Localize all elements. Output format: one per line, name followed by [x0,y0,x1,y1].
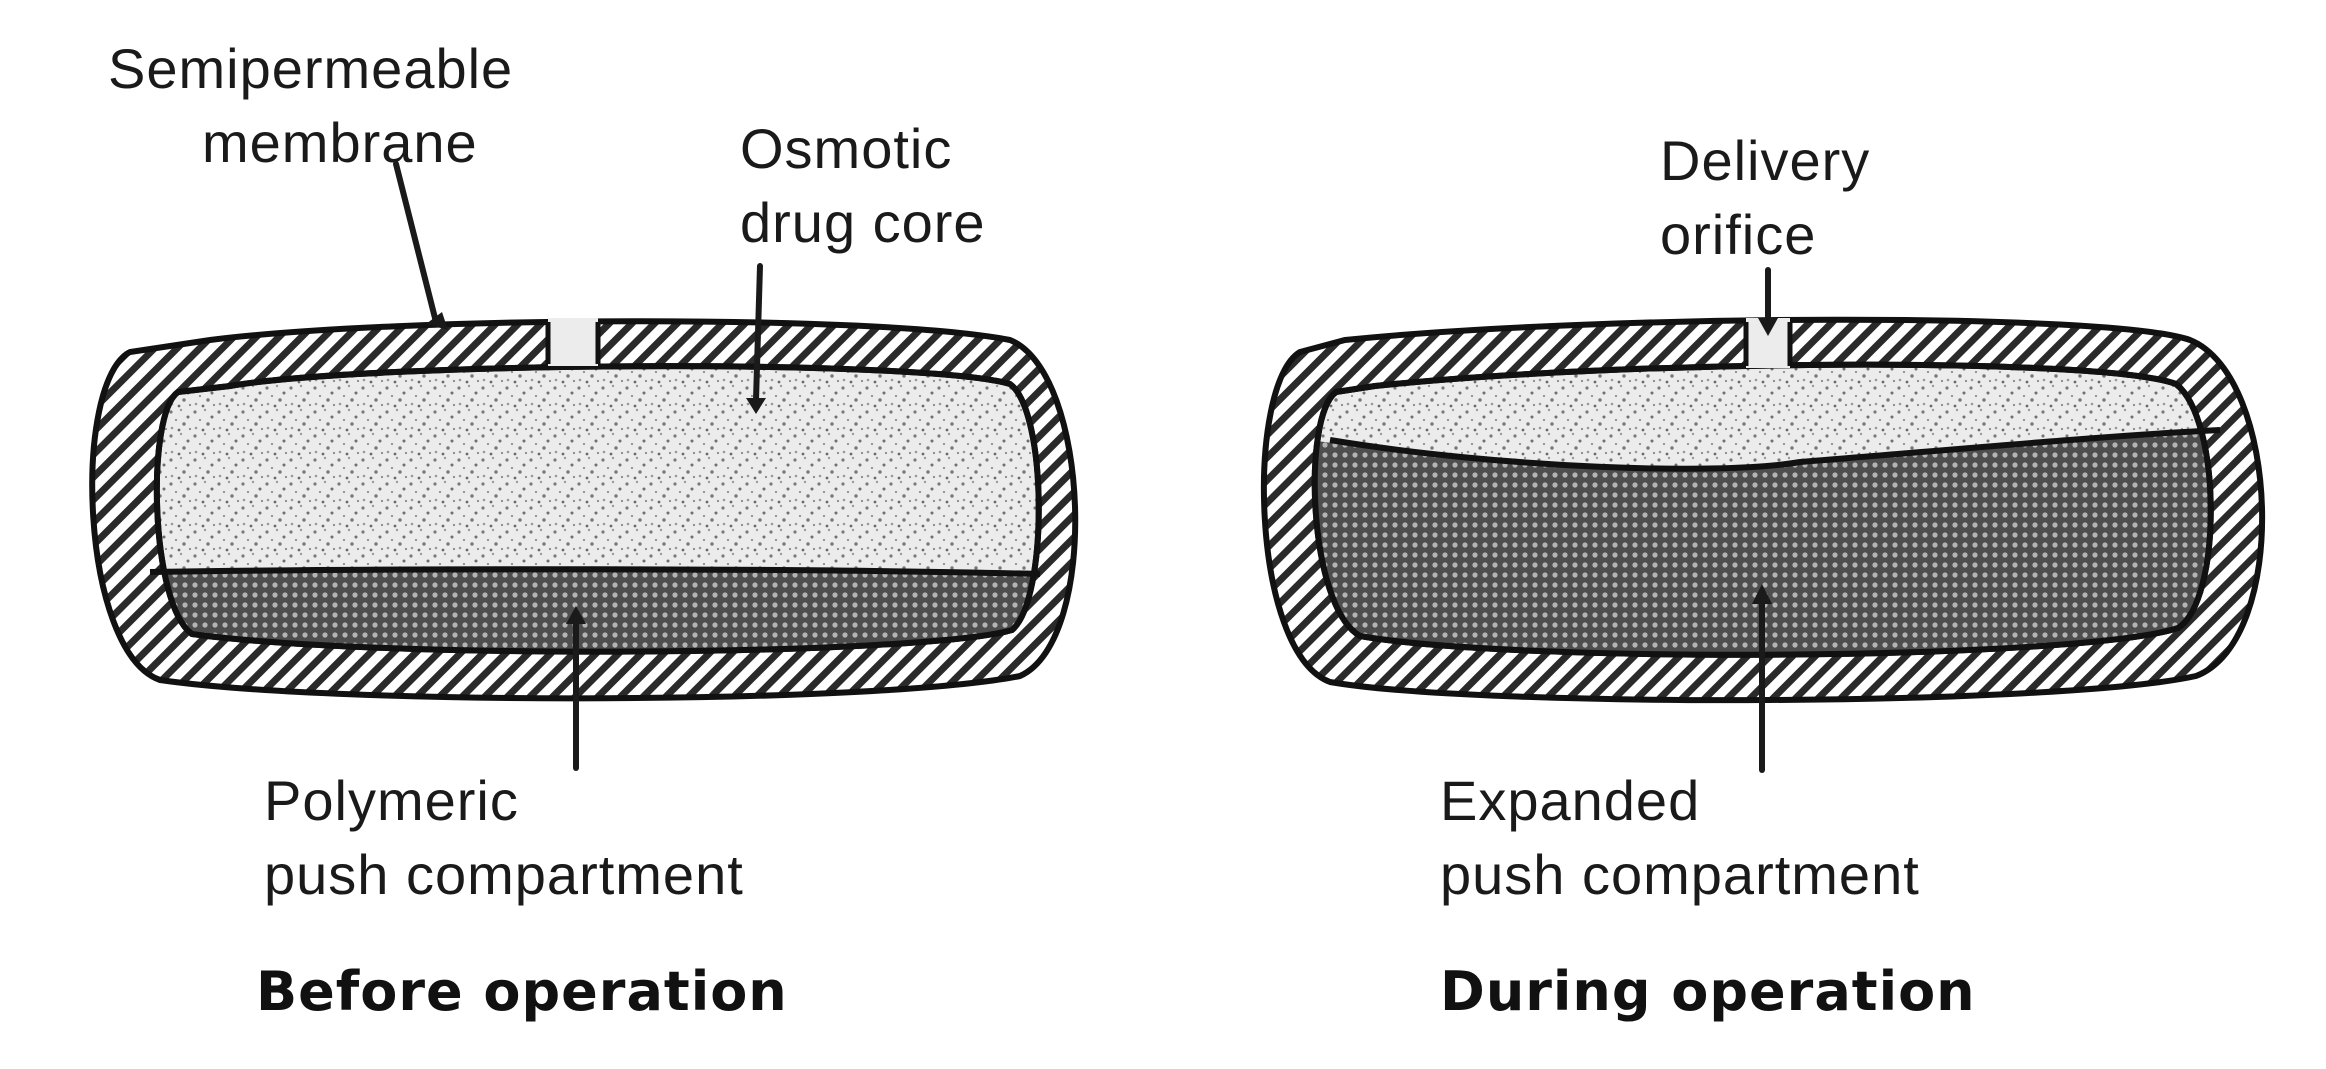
orifice-leader [1758,267,1778,336]
caption-during: During operation [1440,960,1976,1023]
tablet-before [89,318,1079,702]
push-compartment-leader [566,606,586,771]
expanded-push-compartment [1314,430,2211,655]
polymeric-push-compartment [156,572,1039,652]
drug-core-leader [746,263,766,414]
orifice-label-line2: orifice [1660,203,1816,266]
tablet-during [1260,316,2265,704]
caption-before: Before operation [256,960,788,1023]
membrane-label-line1: Semipermeable [108,37,513,100]
core-label-line1: Osmotic [740,117,952,180]
expanded-leader [1752,584,1772,773]
orifice-gap-before [548,318,598,366]
core-label-line2: drug core [740,191,986,254]
polymeric-label-line1: Polymeric [264,769,519,832]
membrane-leader [393,161,448,330]
membrane-label-line2: membrane [202,111,478,174]
expanded-label-line2: push compartment [1440,843,1920,906]
expanded-label-line1: Expanded [1440,769,1700,832]
orifice-label-line1: Delivery [1660,129,1870,192]
polymeric-label-line2: push compartment [264,843,744,906]
